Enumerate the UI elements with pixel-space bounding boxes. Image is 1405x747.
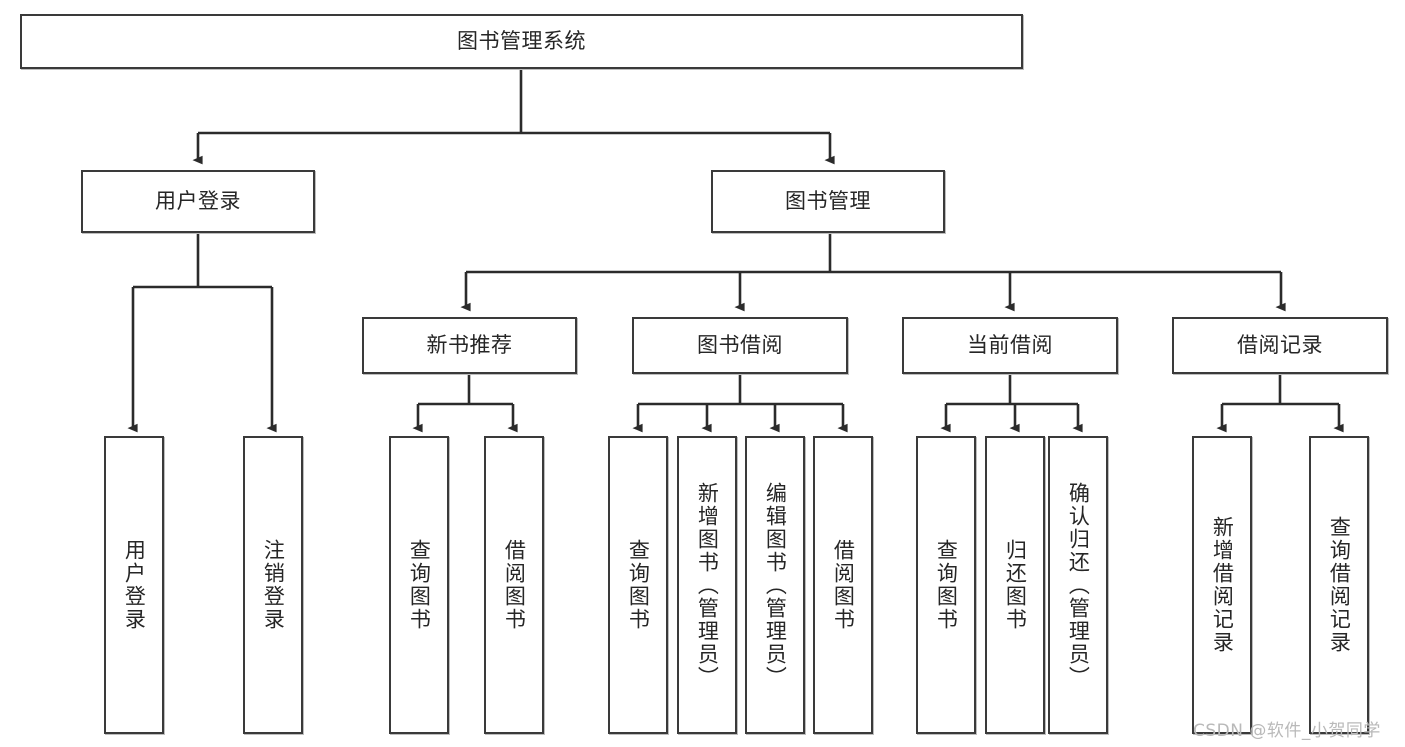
leaf-records-query-record[interactable]: 查询借阅记录 xyxy=(1309,436,1369,734)
node-label: 新增借阅记录 xyxy=(1210,516,1235,654)
node-label: 编辑图书（管理员） xyxy=(763,481,788,689)
leaf-borrow-query-book[interactable]: 查询图书 xyxy=(608,436,668,734)
node-label: 查询借阅记录 xyxy=(1327,516,1352,654)
node-label: 查询图书 xyxy=(407,539,432,631)
node-new-book-recommend[interactable]: 新书推荐 xyxy=(362,317,577,374)
node-label: 确认归还（管理员） xyxy=(1066,481,1091,689)
leaf-borrow-add-book-admin[interactable]: 新增图书（管理员） xyxy=(677,436,737,734)
leaf-recommend-borrow-book[interactable]: 借阅图书 xyxy=(484,436,544,734)
node-label: 图书管理 xyxy=(785,189,871,214)
node-user-login[interactable]: 用户登录 xyxy=(81,170,315,233)
node-label: 查询图书 xyxy=(934,539,959,631)
node-label: 借阅图书 xyxy=(502,539,527,631)
node-book-borrow[interactable]: 图书借阅 xyxy=(632,317,848,374)
node-label: 借阅记录 xyxy=(1237,333,1323,358)
leaf-current-return-book[interactable]: 归还图书 xyxy=(985,436,1045,734)
node-label: 用户登录 xyxy=(155,189,241,214)
node-book-management[interactable]: 图书管理 xyxy=(711,170,945,233)
node-label: 新书推荐 xyxy=(426,333,513,358)
leaf-current-confirm-return-admin[interactable]: 确认归还（管理员） xyxy=(1048,436,1108,734)
node-root-system[interactable]: 图书管理系统 xyxy=(20,14,1023,69)
node-label: 图书管理系统 xyxy=(457,29,586,54)
node-label: 注销登录 xyxy=(261,539,286,631)
leaf-user-login-logout[interactable]: 注销登录 xyxy=(243,436,303,734)
leaf-current-query-book[interactable]: 查询图书 xyxy=(916,436,976,734)
leaf-records-add-record[interactable]: 新增借阅记录 xyxy=(1192,436,1252,734)
node-label: 图书借阅 xyxy=(697,333,783,358)
node-borrow-records[interactable]: 借阅记录 xyxy=(1172,317,1388,374)
leaf-borrow-borrow-book[interactable]: 借阅图书 xyxy=(813,436,873,734)
node-label: 用户登录 xyxy=(122,539,147,631)
leaf-borrow-edit-book-admin[interactable]: 编辑图书（管理员） xyxy=(745,436,805,734)
node-label: 新增图书（管理员） xyxy=(695,481,720,689)
node-label: 归还图书 xyxy=(1003,539,1028,631)
leaf-recommend-query-book[interactable]: 查询图书 xyxy=(389,436,449,734)
leaf-user-login-login[interactable]: 用户登录 xyxy=(104,436,164,734)
csdn-watermark: CSDN @软件_小贺同学 xyxy=(1193,721,1381,741)
node-label: 当前借阅 xyxy=(967,333,1053,358)
node-label: 查询图书 xyxy=(626,539,651,631)
node-label: 借阅图书 xyxy=(831,539,856,631)
node-current-borrow[interactable]: 当前借阅 xyxy=(902,317,1118,374)
